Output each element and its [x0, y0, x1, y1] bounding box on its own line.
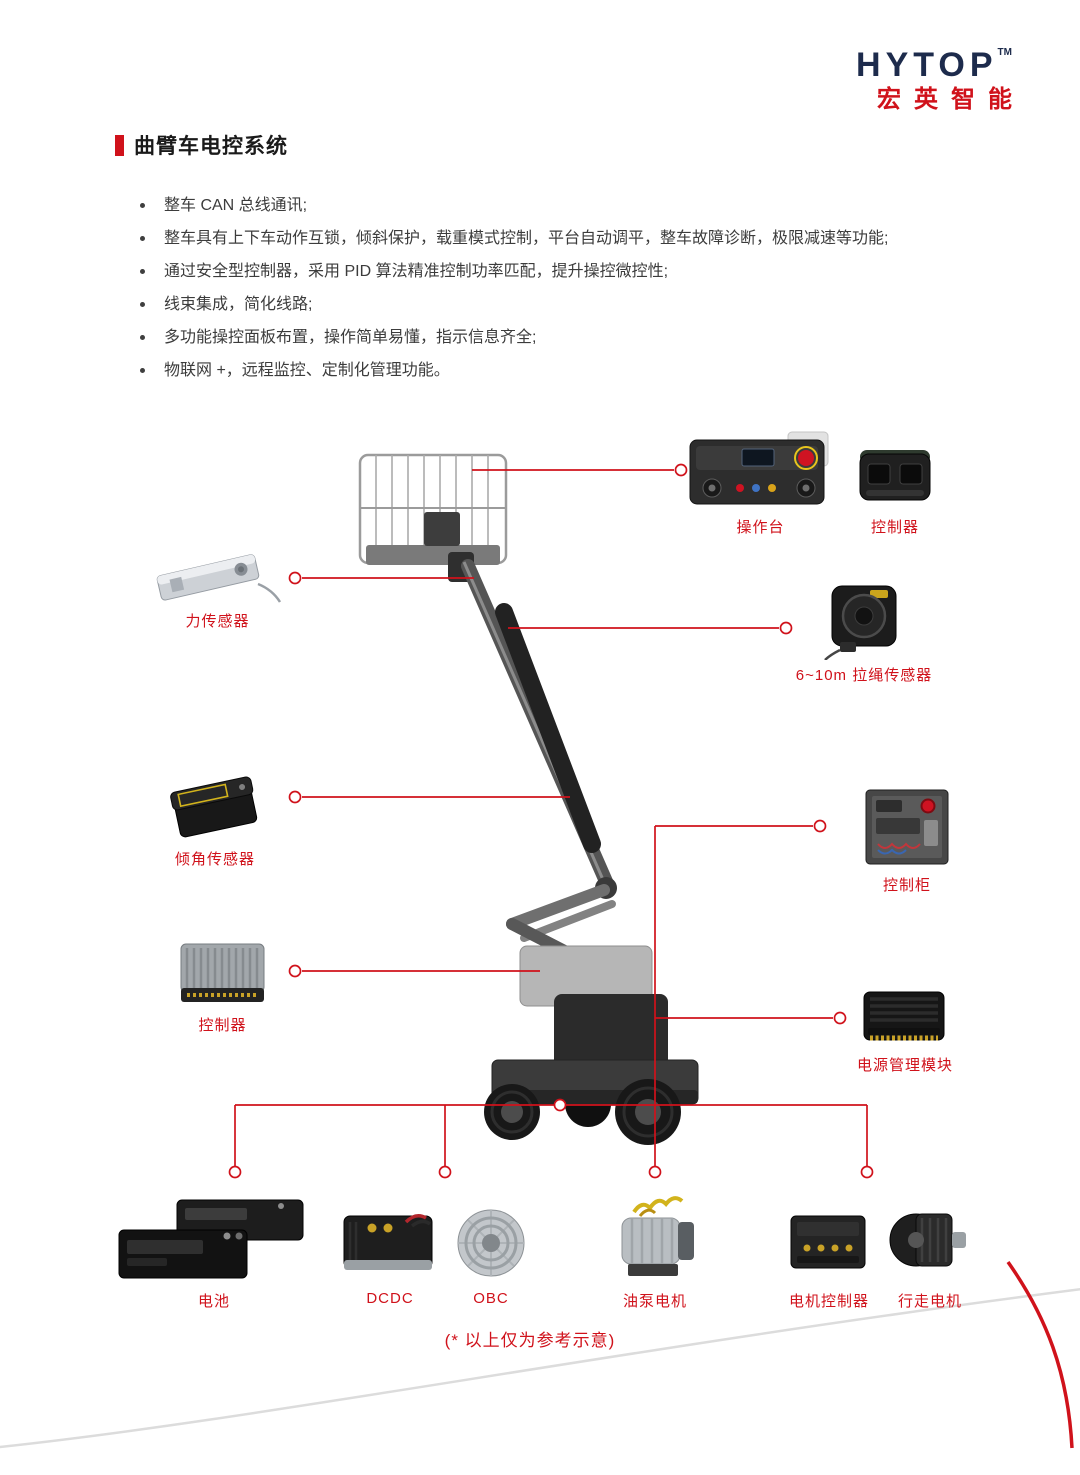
logo-tm-mark: TM: [997, 47, 1012, 58]
logo-brand-text: HYTOP: [856, 46, 998, 84]
force-sensor-image: [156, 554, 282, 603]
component-console: [688, 430, 833, 514]
feature-item: 整车 CAN 总线通讯;: [138, 189, 1048, 222]
feature-item: 多功能操控面板布置，操作简单易懂，指示信息齐全;: [138, 321, 1048, 354]
feature-item: 整车具有上下车动作互锁，倾斜保护，载重模式控制，平台自动调平，整车故障诊断，极限…: [138, 222, 1048, 255]
tilt-sensor-label: 倾角传感器: [174, 851, 255, 868]
component-travel-motor: [886, 1198, 974, 1282]
feature-item: 线束集成，简化线路;: [138, 288, 1048, 321]
travel-motor-label: 行走电机: [897, 1293, 962, 1310]
component-controller-left: [175, 930, 270, 1012]
console-image: [689, 431, 829, 505]
callout-lines: [234, 469, 868, 1166]
dcdc-label: DCDC: [366, 1290, 414, 1307]
motor-controller-label: 电机控制器: [788, 1293, 869, 1310]
rope-sensor-label: 6~10m 拉绳传感器: [795, 667, 933, 684]
controller-top-image: [859, 450, 931, 501]
component-power-module: [858, 982, 950, 1052]
component-force-sensor: [150, 532, 285, 607]
battery-label: 电池: [197, 1293, 230, 1310]
callout-endpoints: [228, 463, 874, 1179]
page-title: 曲臂车电控系统: [134, 135, 288, 158]
component-control-cabinet: [860, 786, 954, 870]
pump-motor-image: [621, 1196, 694, 1276]
rope-sensor-image: [824, 585, 897, 660]
power-module-image: [863, 991, 945, 1041]
section-title: 曲臂车电控系统: [115, 130, 288, 160]
reference-note: (* 以上仅为参考示意): [444, 1331, 616, 1350]
component-controller-top: [856, 438, 934, 512]
logo-chinese-name: 宏英智能: [877, 86, 1025, 113]
component-dcdc: [336, 1200, 444, 1284]
feature-item: 通过安全型控制器，采用 PID 算法精准控制功率匹配，提升操控微控性;: [138, 255, 1048, 288]
force-sensor-label: 力传感器: [185, 613, 250, 630]
tilt-sensor-image: [170, 776, 258, 838]
component-battery: [115, 1196, 313, 1284]
obc-label: OBC: [473, 1290, 509, 1307]
control-cabinet-label: 控制柜: [882, 877, 931, 894]
dcdc-image: [343, 1214, 433, 1270]
motor-controller-image: [790, 1215, 866, 1269]
power-module-label: 电源管理模块: [856, 1057, 953, 1074]
component-pump-motor: [606, 1192, 704, 1284]
component-obc: [446, 1202, 536, 1284]
obc-image: [457, 1209, 525, 1277]
pump-motor-label: 油泵电机: [622, 1293, 687, 1310]
controller-left-image: [180, 943, 265, 1002]
controller-left-label: 控制器: [198, 1017, 247, 1034]
feature-item: 物联网 +，远程监控、定制化管理功能。: [138, 354, 1048, 387]
logo-wordmark: HYTOPTM: [856, 46, 1012, 84]
battery-image: [118, 1199, 304, 1279]
feature-list: 整车 CAN 总线通讯; 整车具有上下车动作互锁，倾斜保护，载重模式控制，平台自…: [138, 189, 1048, 387]
boom-lift-illustration: [358, 453, 699, 1145]
brand-logo: HYTOPTM 宏英智能: [856, 48, 1012, 112]
red-corner-decoration: [1006, 1260, 1074, 1449]
controller-top-label: 控制器: [870, 519, 919, 536]
component-tilt-sensor: [163, 758, 267, 844]
travel-motor-image: [889, 1213, 966, 1267]
component-motor-controller: [785, 1202, 873, 1282]
control-cabinet-image: [865, 789, 949, 865]
component-rope-sensor: [820, 580, 908, 660]
console-label: 操作台: [736, 519, 785, 536]
title-marker-icon: [115, 134, 124, 156]
gray-swoosh-decoration: [0, 1288, 1080, 1449]
